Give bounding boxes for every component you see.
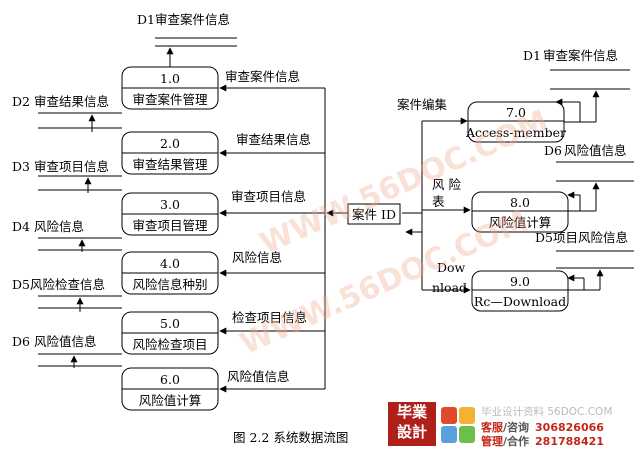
store-left-d3: D3 审查项目信息 bbox=[12, 159, 122, 193]
process-4: 4.0 风险信息种别 bbox=[121, 251, 219, 295]
process-9-name: Rc—Download bbox=[474, 294, 566, 309]
flow-label-5: 检查项目信息 bbox=[232, 310, 307, 325]
process-2-id: 2.0 bbox=[160, 136, 180, 151]
process-7-id: 7.0 bbox=[506, 105, 526, 120]
process-8-name: 风险值计算 bbox=[489, 215, 552, 230]
process-4-name: 风险信息种别 bbox=[132, 277, 207, 292]
store-right-d5: D5 项目风险信息 bbox=[535, 230, 634, 291]
flow-label-9b: nload bbox=[432, 280, 467, 295]
process-1: 1.0 审查案件管理 bbox=[121, 66, 219, 110]
flow-label-2: 审查结果信息 bbox=[236, 132, 311, 147]
process-9: 9.0 Rc—Download bbox=[471, 270, 569, 312]
svg-text:D6: D6 bbox=[544, 143, 562, 158]
puzzle-icon bbox=[441, 407, 475, 443]
process-5: 5.0 风险检查项目 bbox=[121, 311, 219, 355]
store-right-d5-name: 项目风险信息 bbox=[553, 230, 628, 245]
process-2-name: 审查结果管理 bbox=[132, 157, 208, 172]
right-bus bbox=[402, 117, 471, 294]
process-6: 6.0 风险值计算 bbox=[121, 367, 219, 411]
svg-text:D1: D1 bbox=[523, 48, 541, 63]
svg-text:D1: D1 bbox=[137, 12, 155, 27]
store-left-d1: D1 审查案件信息 bbox=[137, 12, 237, 67]
process-9-id: 9.0 bbox=[510, 274, 530, 289]
figure-caption: 图 2.2 系统数据流图 bbox=[233, 430, 348, 445]
store-left-d1-name: 审查案件信息 bbox=[155, 12, 230, 27]
central-bus bbox=[219, 84, 348, 393]
store-left-d6-name: 风险值信息 bbox=[34, 334, 97, 349]
flow-label-7: 案件编集 bbox=[397, 97, 448, 112]
entity-case-id: 案件 ID bbox=[347, 203, 401, 225]
svg-text:D5: D5 bbox=[535, 230, 553, 245]
store-right-d6: D6 风险值信息 bbox=[544, 143, 634, 212]
process-8-id: 8.0 bbox=[510, 195, 530, 210]
entity-case-id-label: 案件 ID bbox=[352, 207, 396, 222]
process-3: 3.0 审查项目管理 bbox=[121, 192, 219, 236]
svg-text:D3: D3 bbox=[12, 159, 30, 174]
process-1-id: 1.0 bbox=[160, 71, 180, 86]
process-6-name: 风险值计算 bbox=[139, 393, 202, 408]
process-7-name: Access-member bbox=[465, 125, 566, 140]
flow-label-8a: 风 险 bbox=[432, 177, 461, 192]
process-4-id: 4.0 bbox=[160, 256, 180, 271]
process-6-id: 6.0 bbox=[160, 372, 180, 387]
store-right-d1-name: 审查案件信息 bbox=[543, 48, 618, 63]
svg-text:D6: D6 bbox=[12, 334, 30, 349]
store-left-d3-name: 审查项目信息 bbox=[34, 159, 109, 174]
flow-label-4: 风险信息 bbox=[232, 250, 282, 265]
svg-text:D4: D4 bbox=[12, 219, 30, 234]
flow-label-8b: 表 bbox=[432, 194, 445, 209]
store-left-d5: D5 风险检查信息 bbox=[12, 277, 122, 312]
store-left-d2-name: 审查结果信息 bbox=[34, 94, 109, 109]
footer-site-name: 毕业设计资料 56DOC.COM bbox=[481, 406, 613, 418]
store-left-d6: D6 风险值信息 bbox=[12, 334, 122, 368]
flow-label-1: 审查案件信息 bbox=[225, 69, 300, 84]
process-7: 7.0 Access-member bbox=[465, 101, 566, 143]
svg-text:D5: D5 bbox=[12, 277, 30, 292]
store-left-d5-name: 风险检查信息 bbox=[30, 277, 105, 292]
process-5-name: 风险检查项目 bbox=[132, 337, 207, 352]
logo-badge: 毕業 設計 bbox=[388, 402, 436, 446]
store-right-d1: D1 审查案件信息 bbox=[523, 48, 630, 123]
process-1-name: 审查案件管理 bbox=[132, 92, 208, 107]
store-left-d4-name: 风险信息 bbox=[34, 219, 84, 234]
flow-label-6: 风险值信息 bbox=[227, 369, 290, 384]
flow-label-9a: Dow bbox=[437, 260, 466, 275]
process-5-id: 5.0 bbox=[160, 316, 180, 331]
store-left-d4: D4 风险信息 bbox=[12, 219, 122, 252]
process-2: 2.0 审查结果管理 bbox=[121, 131, 219, 175]
flow-label-3: 审查项目信息 bbox=[231, 189, 306, 204]
svg-text:D2: D2 bbox=[12, 94, 30, 109]
store-left-d2: D2 审查结果信息 bbox=[12, 94, 122, 132]
process-3-name: 审查项目管理 bbox=[132, 218, 208, 233]
process-8: 8.0 风险值计算 bbox=[471, 191, 569, 233]
process-3-id: 3.0 bbox=[160, 197, 180, 212]
store-right-d6-name: 风险值信息 bbox=[564, 143, 627, 158]
